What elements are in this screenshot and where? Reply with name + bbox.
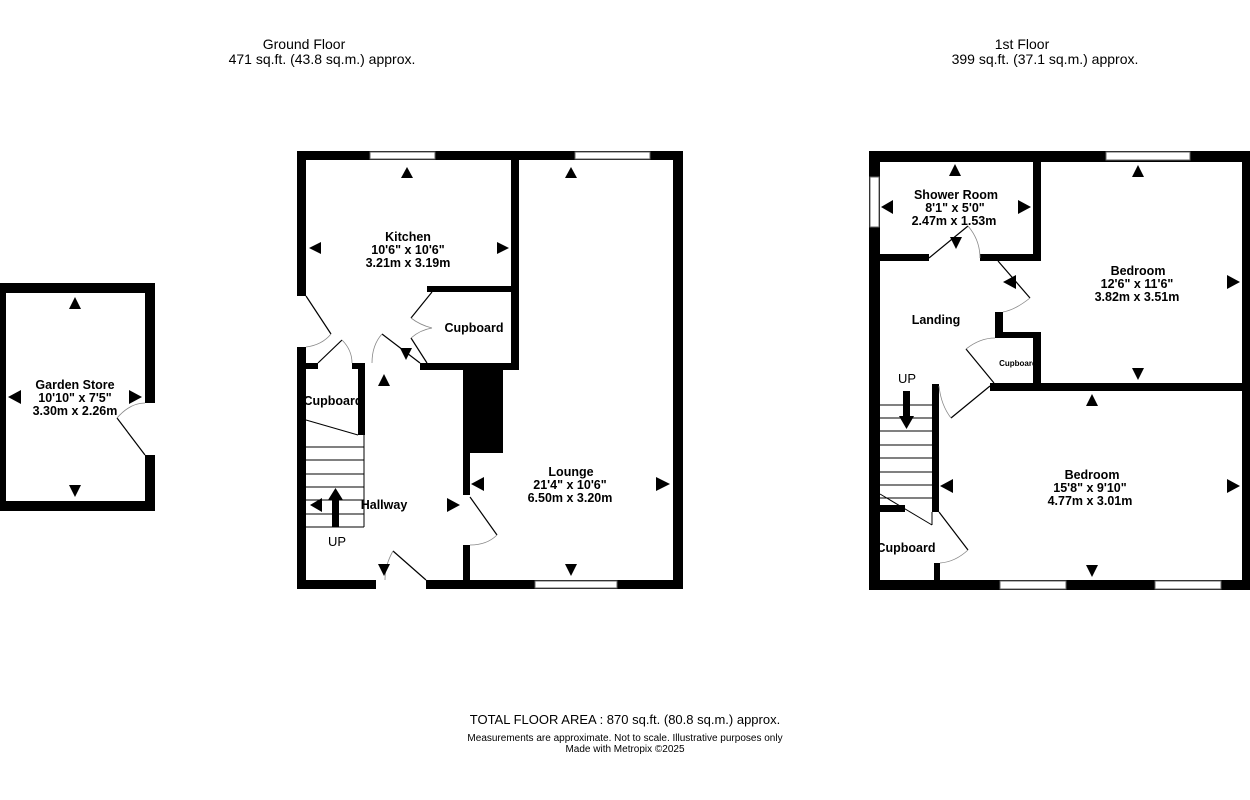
room-imperial: 10'6" x 10'6" bbox=[371, 243, 444, 257]
room-shower: Shower Room 8'1" x 5'0" 2.47m x 1.53m bbox=[912, 188, 998, 228]
room-name: Bedroom bbox=[1065, 468, 1120, 482]
room-garden-store: Garden Store 10'10" x 7'5" 3.30m x 2.26m bbox=[33, 378, 118, 418]
credit: Made with Metropix ©2025 bbox=[565, 744, 685, 755]
first-stairs bbox=[879, 391, 933, 526]
room-hallway: Hallway bbox=[361, 498, 408, 512]
room-landing: Landing bbox=[912, 313, 961, 327]
room-metric: 3.30m x 2.26m bbox=[33, 404, 118, 418]
dimension-arrows bbox=[8, 164, 1240, 577]
room-kitchen: Kitchen 10'6" x 10'6" 3.21m x 3.19m bbox=[366, 230, 451, 270]
ground-floor-walls bbox=[297, 151, 683, 589]
garden-store-walls bbox=[0, 283, 155, 511]
first-floor-title: 1st Floor bbox=[995, 36, 1050, 52]
room-name: Garden Store bbox=[35, 378, 114, 392]
room-imperial: 21'4" x 10'6" bbox=[533, 478, 606, 492]
room-imperial: 15'8" x 9'10" bbox=[1053, 481, 1126, 495]
ground-floor-area: 471 sq.ft. (43.8 sq.m.) approx. bbox=[229, 51, 416, 67]
room-cupboard-hall: Cupboard bbox=[303, 394, 362, 408]
room-imperial: 8'1" x 5'0" bbox=[925, 201, 985, 215]
ground-floor-title: Ground Floor bbox=[263, 36, 346, 52]
room-metric: 6.50m x 3.20m bbox=[528, 491, 613, 505]
room-imperial: 12'6" x 11'6" bbox=[1101, 277, 1174, 291]
first-floor-walls bbox=[869, 151, 1250, 590]
room-name: Lounge bbox=[548, 465, 593, 479]
room-metric: 3.82m x 3.51m bbox=[1095, 290, 1180, 304]
stairs-up-label: UP bbox=[898, 371, 916, 386]
room-imperial: 10'10" x 7'5" bbox=[38, 391, 111, 405]
room-metric: 4.77m x 3.01m bbox=[1048, 494, 1133, 508]
room-cupboard-bedroom: Cupboard bbox=[876, 541, 935, 555]
room-name: Kitchen bbox=[385, 230, 431, 244]
room-bedroom-1: Bedroom 12'6" x 11'6" 3.82m x 3.51m bbox=[1095, 264, 1180, 304]
room-lounge: Lounge 21'4" x 10'6" 6.50m x 3.20m bbox=[528, 465, 613, 505]
disclaimer: Measurements are approximate. Not to sca… bbox=[467, 733, 782, 744]
room-name: Shower Room bbox=[914, 188, 998, 202]
room-metric: 3.21m x 3.19m bbox=[366, 256, 451, 270]
room-name: Bedroom bbox=[1111, 264, 1166, 278]
room-bedroom-2: Bedroom 15'8" x 9'10" 4.77m x 3.01m bbox=[1048, 468, 1133, 508]
room-metric: 2.47m x 1.53m bbox=[912, 214, 997, 228]
room-cupboard-landing: Cupboard bbox=[999, 359, 1037, 368]
ground-stairs bbox=[305, 419, 365, 528]
first-floor-area: 399 sq.ft. (37.1 sq.m.) approx. bbox=[952, 51, 1139, 67]
total-floor-area: TOTAL FLOOR AREA : 870 sq.ft. (80.8 sq.m… bbox=[470, 712, 780, 727]
room-cupboard-kitchen: Cupboard bbox=[444, 321, 503, 335]
stairs-up-label: UP bbox=[328, 534, 346, 549]
